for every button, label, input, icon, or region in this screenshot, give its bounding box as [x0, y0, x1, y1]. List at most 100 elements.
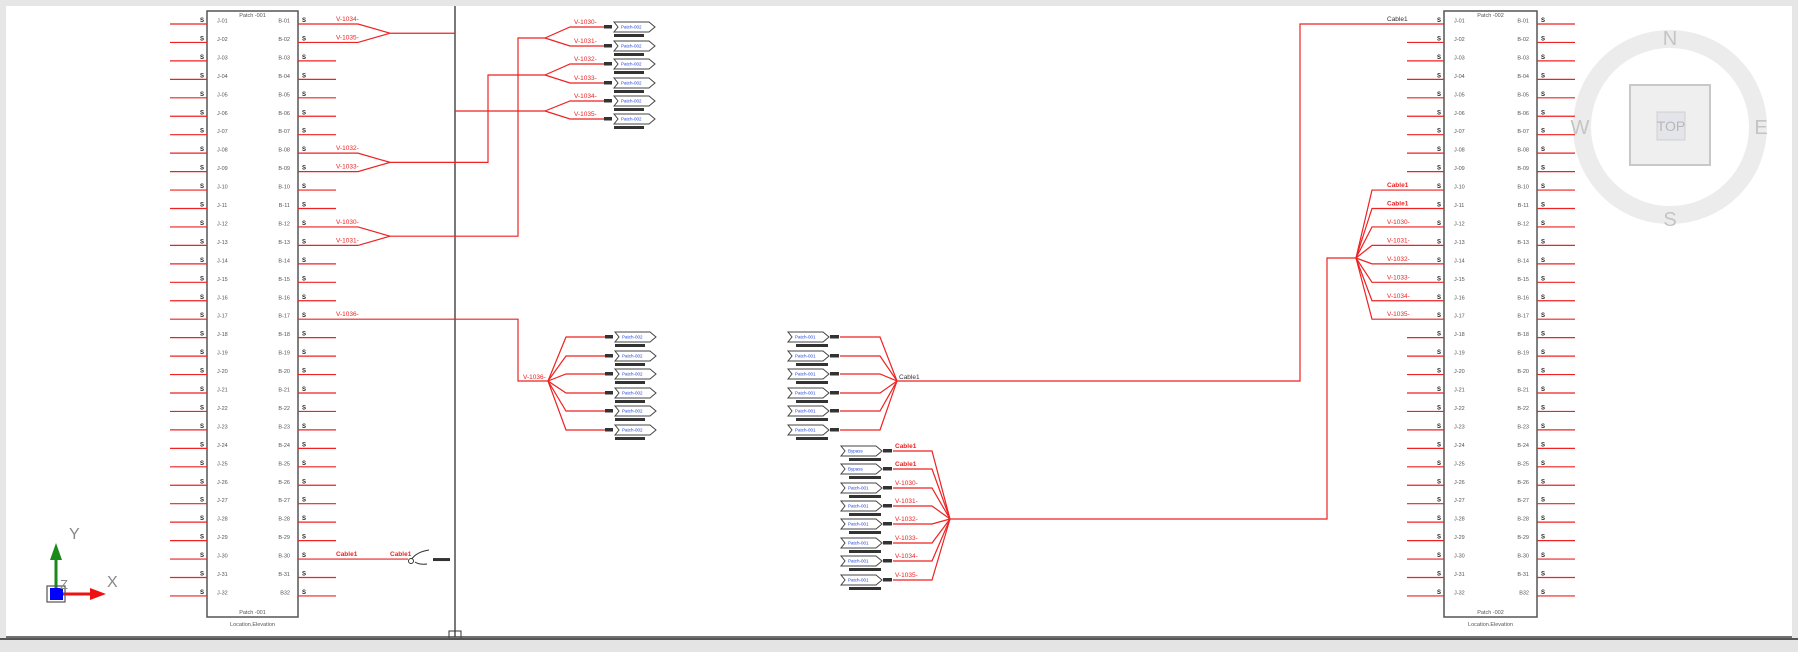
wire-branch[interactable]: [840, 355, 898, 382]
wire-branch[interactable]: [840, 380, 898, 412]
connector-symbol[interactable]: Patch-001: [786, 405, 839, 421]
connector-symbol[interactable]: Patch-001: [839, 574, 892, 590]
compass-ring[interactable]: [1573, 30, 1767, 224]
connector-tag: [839, 463, 883, 475]
wire-branch[interactable]: [893, 518, 951, 544]
pin-label-left: J-25: [1454, 461, 1465, 467]
wire-branch[interactable]: [1355, 257, 1407, 283]
wire-branch[interactable]: [1355, 226, 1407, 259]
terminal-mark: S: [1541, 332, 1545, 338]
wire-trunk[interactable]: [950, 257, 1356, 520]
connector-symbol[interactable]: Patch-001: [839, 500, 892, 516]
viewcube[interactable]: TOP N S E W: [1571, 28, 1768, 231]
wire-branch[interactable]: [544, 37, 604, 47]
wire-branch[interactable]: [336, 152, 391, 163]
viewcube-top-button[interactable]: [1656, 111, 1686, 141]
wire-branch[interactable]: [1355, 257, 1407, 320]
viewcube-face[interactable]: [1629, 84, 1711, 166]
connector-symbol[interactable]: Patch-002: [605, 368, 657, 384]
wire-branch[interactable]: [1355, 257, 1407, 265]
connector-symbol[interactable]: Bypass: [839, 463, 892, 479]
connector-symbol[interactable]: Patch-001: [786, 387, 839, 403]
connector-symbol[interactable]: Patch-002: [605, 387, 657, 403]
connector-symbol[interactable]: Patch-002: [605, 350, 657, 366]
wire-branch[interactable]: [893, 518, 951, 525]
wire-branch[interactable]: [547, 380, 605, 412]
connector-symbol[interactable]: Patch-002: [605, 405, 657, 421]
wire-branch[interactable]: [840, 373, 898, 382]
wire-branch[interactable]: [547, 355, 605, 382]
wire-branch[interactable]: [893, 505, 951, 520]
wire-branch[interactable]: [1355, 189, 1407, 259]
connector-symbol[interactable]: Patch-002: [604, 21, 656, 37]
wire-trunk[interactable]: [390, 37, 545, 237]
wire-branch[interactable]: [336, 226, 391, 237]
connector-symbol[interactable]: Patch-002: [604, 58, 656, 74]
connector-symbol[interactable]: Patch-002: [604, 113, 656, 129]
wire-trunk[interactable]: [897, 23, 1407, 382]
panel-body[interactable]: [1443, 10, 1538, 618]
connector-symbol[interactable]: Patch-001: [839, 537, 892, 553]
wire-branch[interactable]: [1355, 257, 1407, 302]
wire-branch[interactable]: [336, 32, 391, 44]
connector-bar: [614, 34, 644, 37]
connector-symbol[interactable]: Patch-002: [605, 331, 657, 347]
panel-body[interactable]: [206, 10, 299, 618]
terminal-mark: S: [1437, 258, 1441, 264]
wire-branch[interactable]: [544, 100, 604, 112]
compass-east[interactable]: E: [1754, 117, 1767, 139]
wire-branch[interactable]: [840, 380, 898, 394]
connector-symbol[interactable]: Patch-002: [604, 95, 656, 111]
wire-branch[interactable]: [544, 26, 604, 39]
connector-symbol[interactable]: Patch-001: [839, 482, 892, 498]
connector-symbol[interactable]: Patch-002: [605, 424, 657, 440]
connector-symbol[interactable]: Patch-001: [839, 555, 892, 571]
wire-branch[interactable]: [547, 373, 605, 382]
ucs-icon: Y X Z: [46, 526, 118, 603]
wire-branch[interactable]: [336, 161, 391, 173]
wire-branch[interactable]: [1355, 207, 1407, 259]
connector-symbol[interactable]: Patch-001: [786, 424, 839, 440]
viewcube-top-label[interactable]: TOP: [1657, 118, 1686, 134]
wire-branch[interactable]: [893, 487, 951, 520]
compass-south[interactable]: S: [1663, 209, 1676, 231]
wire-branch[interactable]: [893, 518, 951, 581]
wire-branch[interactable]: [547, 380, 605, 431]
wire-branch[interactable]: [336, 23, 391, 34]
wire-branch[interactable]: [544, 63, 604, 76]
wire-branch[interactable]: [1355, 244, 1407, 259]
ucs-origin: [50, 588, 63, 600]
wire-branch[interactable]: [547, 380, 605, 394]
connector-symbol[interactable]: Patch-002: [604, 40, 656, 56]
connector-symbol[interactable]: Patch-002: [604, 77, 656, 93]
wire-trunk[interactable]: [336, 318, 548, 382]
connector-symbol[interactable]: Patch-001: [786, 331, 839, 347]
wire-label: V-1036-: [523, 374, 546, 381]
wire-branch[interactable]: [893, 468, 951, 520]
wire-branch[interactable]: [840, 336, 898, 382]
pin-label-left: J-16: [1454, 295, 1465, 301]
pin-label-right: B-11: [1518, 203, 1529, 209]
connector-symbol[interactable]: Bypass: [839, 445, 892, 461]
wire-branch[interactable]: [547, 336, 605, 382]
wire-branch[interactable]: [893, 518, 951, 562]
terminal-mark: S: [1541, 369, 1545, 375]
wire-branch[interactable]: [544, 110, 604, 120]
wire-branch[interactable]: [544, 74, 604, 84]
wire-branch[interactable]: [840, 380, 898, 431]
pin-label-left: J-29: [217, 535, 228, 541]
connector-pin: [605, 354, 613, 358]
connector-bar: [615, 344, 645, 347]
compass-west[interactable]: W: [1571, 117, 1590, 139]
connector-symbol[interactable]: Patch-001: [786, 350, 839, 366]
connector-symbol[interactable]: Patch-001: [839, 518, 892, 534]
compass-north[interactable]: N: [1663, 28, 1677, 50]
connector-symbol[interactable]: Patch-001: [786, 368, 839, 384]
wire-trunk[interactable]: [390, 74, 545, 163]
wire-branch[interactable]: [336, 235, 391, 246]
wire-branch[interactable]: [893, 450, 951, 520]
